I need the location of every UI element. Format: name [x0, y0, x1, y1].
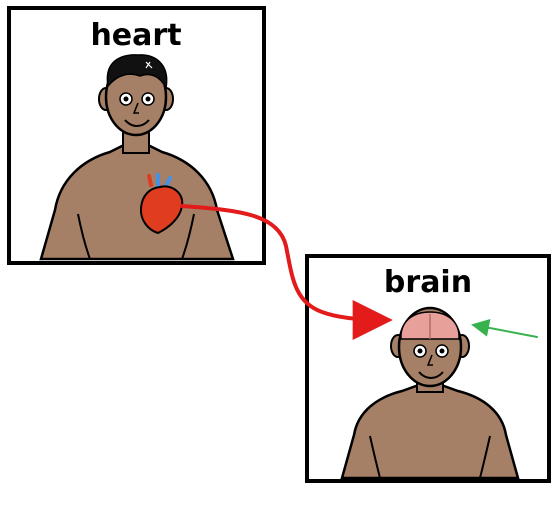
- heart-card: heart: [9, 8, 264, 263]
- heart-card-pupil-right: [146, 97, 151, 102]
- heart-vessel-red: [149, 176, 151, 185]
- heart-label: heart: [90, 18, 181, 53]
- brain-label: brain: [384, 265, 472, 300]
- brain-card: brain: [307, 256, 549, 481]
- brain-card-pupil-right: [440, 349, 445, 354]
- brain-card-pupil-left: [418, 349, 423, 354]
- heart-card-pupil-left: [124, 97, 129, 102]
